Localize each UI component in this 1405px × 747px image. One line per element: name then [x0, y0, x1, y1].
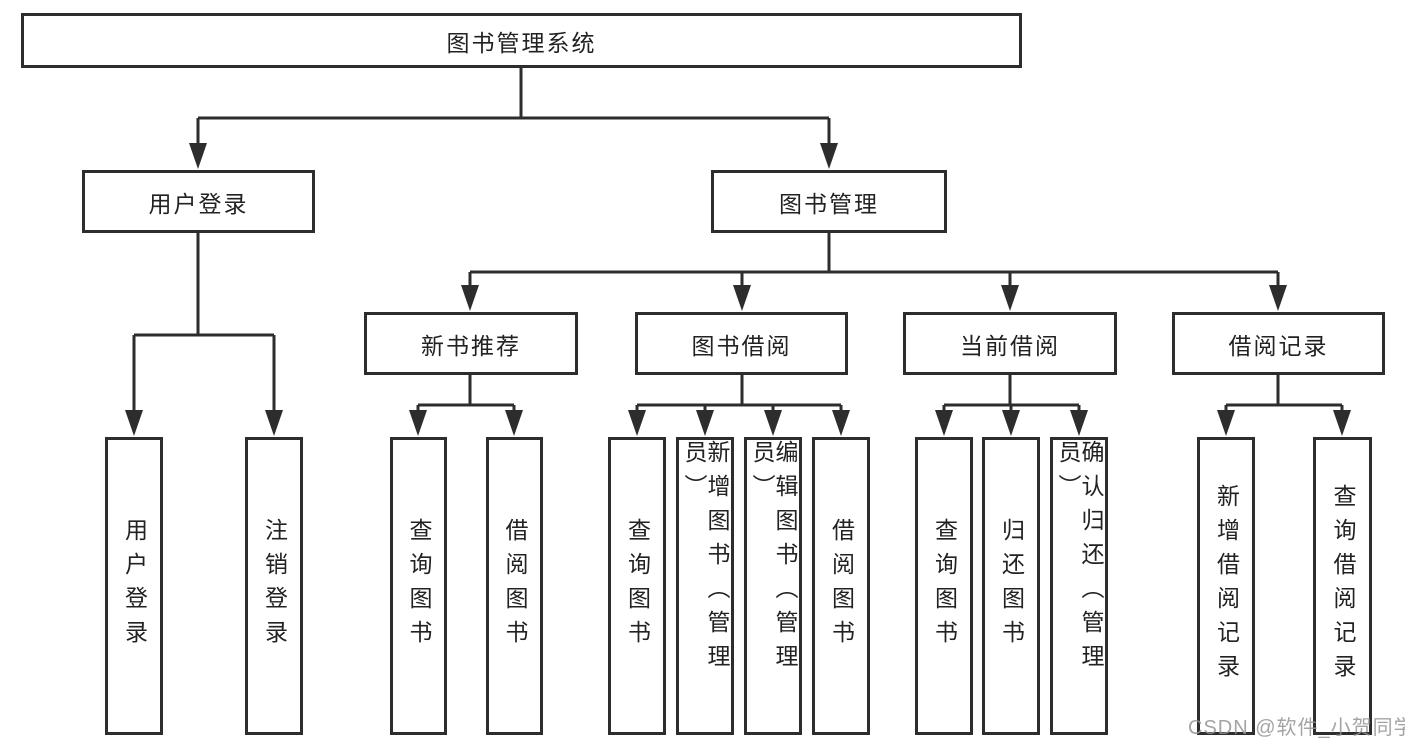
connector-lines [132, 68, 1344, 413]
node-root-label: 图书管理系统 [446, 29, 597, 56]
node-user-login-leaf: 用户登录 [105, 437, 163, 735]
node-bb-query-books: 查询图书 [608, 437, 666, 735]
node-borrowing-records-label: 借阅记录 [1228, 332, 1329, 359]
node-book-borrowing: 图书借阅 [635, 312, 848, 375]
node-br-query-record: 查询借阅记录 [1313, 437, 1372, 735]
watermark: CSDN @软件_小贺同学 [1188, 717, 1405, 739]
node-cb-return-books-label: 归还图书 [998, 518, 1025, 654]
node-new-book-recommend: 新书推荐 [364, 312, 578, 375]
node-nbr-query-books: 查询图书 [390, 437, 447, 735]
node-nbr-query-books-label: 查询图书 [406, 518, 432, 654]
node-borrowing-records: 借阅记录 [1172, 312, 1385, 375]
node-cb-confirm-return-admin: 确认归还（管理员） [1050, 437, 1108, 735]
node-cb-query-books-label: 查询图书 [931, 518, 958, 654]
node-book-management: 图书管理 [711, 170, 947, 233]
node-user-login: 用户登录 [82, 170, 315, 233]
node-br-query-record-label: 查询借阅记录 [1330, 484, 1356, 688]
node-br-add-record: 新增借阅记录 [1197, 437, 1255, 735]
node-logout-leaf-label: 注销登录 [261, 518, 288, 654]
node-book-borrowing-label: 图书借阅 [691, 332, 792, 359]
node-nbr-borrow-books: 借阅图书 [486, 437, 543, 735]
node-current-borrowing-label: 当前借阅 [960, 332, 1060, 359]
node-new-book-recommend-label: 新书推荐 [421, 332, 521, 359]
node-bb-borrow-books-label: 借阅图书 [828, 518, 855, 654]
node-current-borrowing: 当前借阅 [903, 312, 1117, 375]
node-user-login-label: 用户登录 [148, 190, 249, 217]
node-bb-edit-books-admin-label: 编辑图书（管理员） [749, 440, 798, 678]
node-root: 图书管理系统 [21, 13, 1022, 68]
node-nbr-borrow-books-label: 借阅图书 [502, 518, 528, 654]
node-bb-add-books-admin: 新增图书（管理员） [676, 437, 734, 735]
node-bb-borrow-books: 借阅图书 [812, 437, 870, 735]
node-bb-edit-books-admin: 编辑图书（管理员） [744, 437, 802, 735]
node-bb-add-books-admin-label: 新增图书（管理员） [681, 440, 730, 678]
node-br-add-record-label: 新增借阅记录 [1213, 484, 1240, 688]
arrowheads [125, 143, 1351, 436]
node-book-management-label: 图书管理 [779, 190, 879, 217]
node-logout-leaf: 注销登录 [245, 437, 303, 735]
node-bb-query-books-label: 查询图书 [624, 518, 651, 654]
node-user-login-leaf-label: 用户登录 [121, 518, 148, 654]
node-cb-query-books: 查询图书 [915, 437, 973, 735]
node-cb-return-books: 归还图书 [982, 437, 1040, 735]
node-cb-confirm-return-admin-label: 确认归还（管理员） [1055, 440, 1104, 678]
